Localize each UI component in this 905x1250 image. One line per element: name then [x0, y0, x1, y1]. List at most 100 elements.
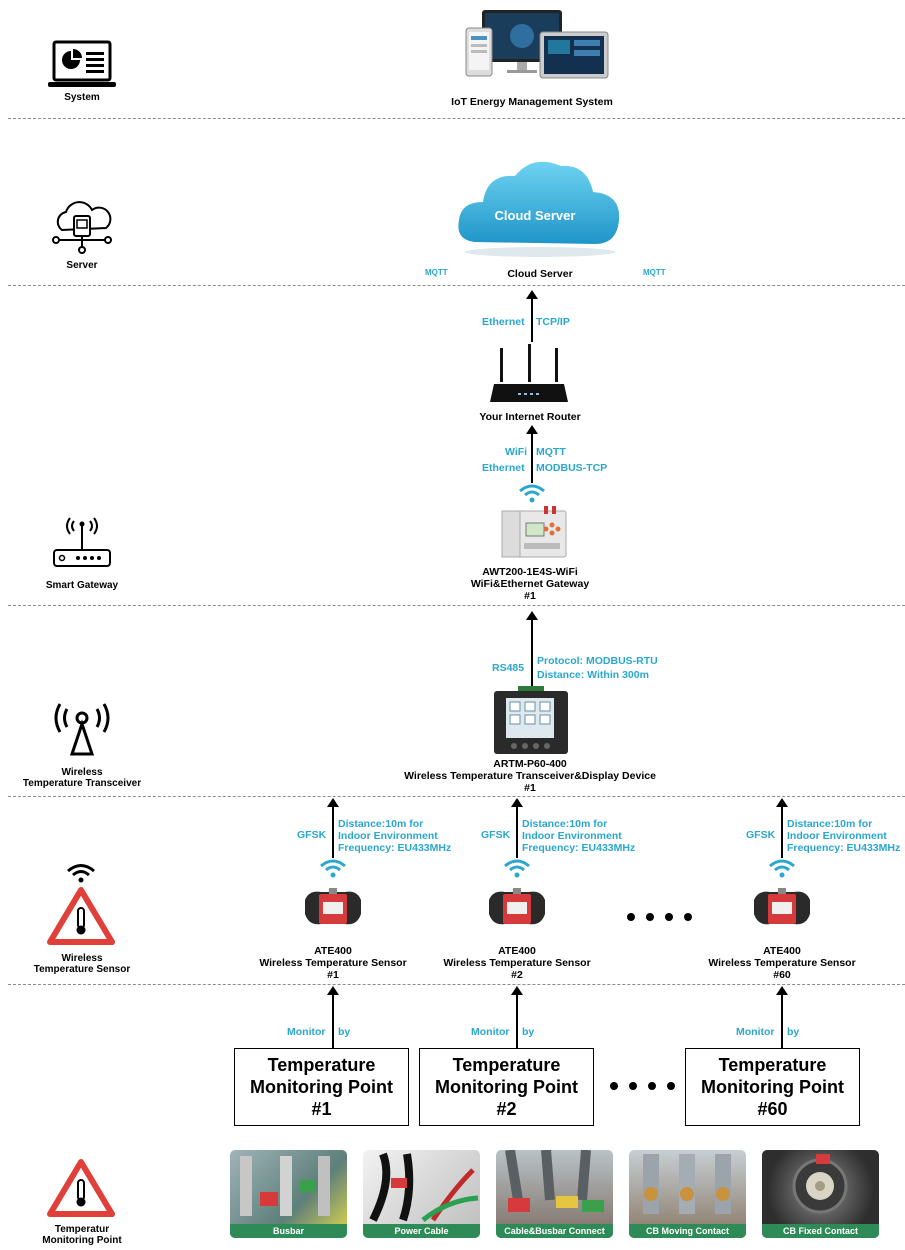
s2-d3: Frequency: EU433MHz — [522, 842, 636, 854]
sensor-ellipsis — [627, 913, 692, 921]
arrow-p60-head — [776, 986, 788, 995]
router-link-ethernet: Ethernet — [482, 316, 525, 328]
p60-l2: Monitoring Point — [701, 1077, 844, 1097]
photo-caption: CB Fixed Contact — [762, 1224, 879, 1238]
wifi-icon — [518, 483, 546, 503]
s60-gfsk: GFSK — [746, 829, 776, 841]
s2-d2: Indoor Environment — [522, 830, 622, 842]
router-icon — [488, 344, 570, 406]
p2-by: by — [522, 1026, 535, 1038]
arrow-s1-line — [332, 806, 334, 858]
display-device-image — [492, 686, 570, 756]
p1-num: #1 — [311, 1099, 332, 1119]
gateway-device-image — [500, 505, 568, 560]
s1-d3: Frequency: EU433MHz — [338, 842, 452, 854]
divider-1 — [8, 118, 905, 119]
photo-cb-fixed-contact: CB Fixed Contact — [762, 1150, 879, 1238]
s60-d2: Indoor Environment — [787, 830, 887, 842]
arrow-p1-line — [332, 994, 334, 1048]
p2-monitor: Monitor — [471, 1026, 510, 1038]
p60-l1: Temperature — [718, 1055, 827, 1075]
p1-by: by — [338, 1026, 351, 1038]
arrow-s60-line — [781, 806, 783, 858]
gateway-desc: WiFi&Ethernet Gateway — [470, 578, 590, 590]
laptop-icon — [46, 40, 118, 90]
p1-monitor: Monitor — [287, 1026, 326, 1038]
gateway-name: AWT200-1E4S-WiFi — [482, 566, 578, 578]
p1-l2: Monitoring Point — [250, 1077, 393, 1097]
tier-label-gateway: Smart Gateway — [45, 580, 119, 591]
mqtt-right-label: MQTT — [643, 268, 666, 277]
s2-gfsk: GFSK — [481, 829, 511, 841]
photo-cb-moving-contact: CB Moving Contact — [629, 1150, 746, 1238]
gateway-num: #1 — [524, 590, 536, 602]
s60-d3: Frequency: EU433MHz — [787, 842, 901, 854]
wifi-icon — [768, 858, 796, 878]
tier-label-server: Server — [66, 260, 98, 271]
s1-name: ATE400 — [314, 945, 352, 957]
arrow-s2-line — [516, 806, 518, 858]
divider-5 — [8, 984, 905, 985]
arrow-to-router-line — [531, 433, 533, 483]
monitoring-point-box: Temperature Monitoring Point #60 — [685, 1048, 860, 1126]
temperature-warning-icon — [46, 1158, 116, 1218]
gw-link-modbus-tcp: MODBUS-TCP — [536, 462, 608, 474]
arrow-p1-head — [327, 986, 339, 995]
distance-300m-label: Distance: Within 300m — [537, 669, 649, 681]
sensor-device-image — [487, 886, 547, 930]
s60-num: #60 — [773, 969, 791, 981]
wifi-icon — [503, 858, 531, 878]
photo-caption: CB Moving Contact — [629, 1224, 746, 1238]
arrow-to-gateway-line — [531, 619, 533, 687]
s1-desc: Wireless Temperature Sensor — [259, 957, 407, 969]
gw-link-wifi: WiFi — [505, 446, 528, 458]
tier-label-transceiver-2: Temperature Transceiver — [22, 778, 142, 789]
arrow-to-cloud-line — [531, 298, 533, 342]
s2-num: #2 — [511, 969, 523, 981]
s2-desc: Wireless Temperature Sensor — [443, 957, 591, 969]
s1-num: #1 — [327, 969, 339, 981]
s1-gfsk: GFSK — [297, 829, 327, 841]
transceiver-desc: Wireless Temperature Transceiver&Display… — [404, 770, 656, 782]
rs485-label: RS485 — [492, 662, 525, 674]
tier-label-point-1: Temperatur — [54, 1224, 110, 1235]
photo-caption: Power Cable — [363, 1224, 480, 1238]
tier-label-sensor-1: Wireless — [61, 953, 103, 964]
router-label: Your Internet Router — [479, 411, 581, 423]
wifi-icon — [66, 862, 96, 884]
tier-label-system: System — [64, 92, 100, 103]
arrow-s60-head — [776, 798, 788, 807]
photo-cable-busbar-connect: Cable&Busbar Connect — [496, 1150, 613, 1238]
point-ellipsis — [610, 1082, 675, 1090]
photo-busbar: Busbar — [230, 1150, 347, 1238]
arrow-to-router-head — [526, 425, 538, 434]
tier-label-sensor-2: Temperature Sensor — [33, 964, 131, 975]
arrow-p60-line — [781, 994, 783, 1048]
ems-devices-image — [462, 8, 612, 80]
modbus-rtu-label: Protocol: MODBUS-RTU — [537, 655, 658, 667]
photo-caption: Busbar — [230, 1224, 347, 1238]
s60-desc: Wireless Temperature Sensor — [708, 957, 856, 969]
mqtt-left-label: MQTT — [425, 268, 448, 277]
arrow-s2-head — [511, 798, 523, 807]
p60-num: #60 — [757, 1099, 788, 1119]
s2-d1: Distance:10m for — [522, 818, 608, 830]
gw-link-ethernet: Ethernet — [482, 462, 525, 474]
photo-power-cable: Power Cable — [363, 1150, 480, 1238]
sensor-device-image — [303, 886, 363, 930]
cloud-server-icon — [48, 200, 116, 256]
s1-d1: Distance:10m for — [338, 818, 424, 830]
temperature-warning-icon — [46, 886, 116, 946]
gw-link-mqtt: MQTT — [536, 446, 566, 458]
transceiver-tier-icon — [50, 700, 114, 758]
monitoring-point-box: Temperature Monitoring Point #1 — [234, 1048, 409, 1126]
divider-4 — [8, 796, 905, 797]
cloud-inner-text: Cloud Server — [494, 208, 576, 223]
divider-3 — [8, 605, 905, 606]
tier-label-transceiver-1: Wireless — [61, 767, 103, 778]
divider-2 — [8, 285, 905, 286]
s60-name: ATE400 — [763, 945, 801, 957]
cloud-image — [455, 150, 625, 260]
p60-by: by — [787, 1026, 800, 1038]
p1-l1: Temperature — [267, 1055, 376, 1075]
